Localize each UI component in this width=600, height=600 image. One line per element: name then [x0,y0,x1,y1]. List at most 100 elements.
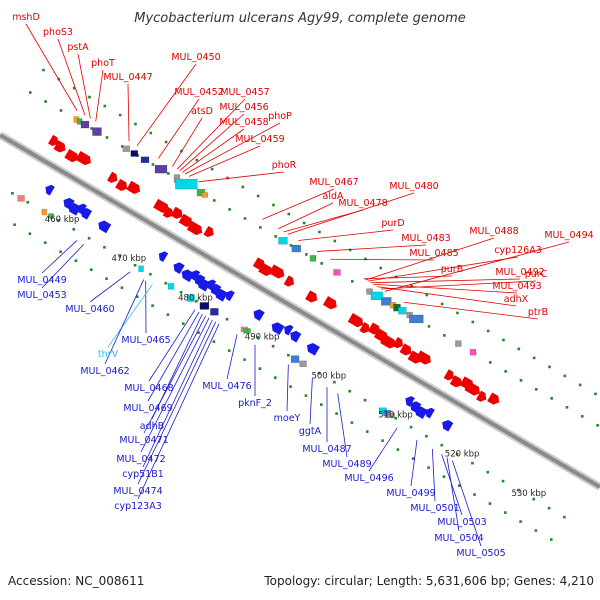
forward-gene-arrow [178,213,193,227]
guide-dot [256,335,260,339]
label-leader-line [172,117,203,167]
guide-dot [195,158,199,162]
reverse-gene-arrow [45,184,55,196]
guide-dot [72,86,76,90]
guide-dot [287,212,291,216]
guide-dot [166,313,170,316]
reverse-feature-label: ggtA [299,426,322,437]
label-leader-line [298,229,394,241]
guide-dot [72,227,76,231]
guide-dot [534,529,538,532]
guide-dot [425,293,429,297]
guide-dot [489,361,492,364]
guide-dot [302,221,306,225]
guide-dot [11,191,14,195]
guide-dot [443,334,446,337]
guide-dot [410,284,413,288]
label-leader-line [188,145,261,177]
forward-feature-label: MUL_0494 [544,230,593,241]
label-leader-line [41,240,78,274]
forward-gene-arrow [162,206,173,218]
label-leader-line [384,241,570,292]
forward-feature-label: MUL_0483 [401,233,450,244]
forward-feature-label: MUL_0493 [492,281,541,292]
label-leader-line [198,171,285,183]
label-leader-line [368,427,398,472]
guide-dot [317,371,321,375]
reverse-gene-arrow [284,324,294,336]
feature-block [366,288,373,295]
forward-feature-label: phoT [91,58,115,69]
label-leader-line [373,283,518,294]
reverse-gene-arrow [206,279,217,291]
forward-feature-label: MUL_0480 [389,181,438,192]
guide-dot [149,131,153,135]
guide-dot [535,388,538,391]
guide-dot [258,367,262,370]
label-leader-line [41,244,84,289]
forward-feature-label: MUL_0447 [103,72,152,83]
reverse-feature-label: MUL_0476 [202,381,251,392]
guide-dot [90,127,93,130]
label-leader-line [143,315,207,434]
label-leader-line [136,63,197,147]
forward-feature-label: MUL_0485 [409,248,458,259]
guide-dot [118,254,122,258]
forward-feature-label: MUL_0467 [309,177,358,188]
feature-block [187,294,195,302]
feature-block [299,360,307,368]
guide-dot [519,379,523,382]
guide-dot [532,356,536,360]
label-leader-line [370,278,521,284]
guide-dot [547,506,551,510]
reverse-feature-label: moeY [274,413,301,424]
guide-dot [87,236,91,240]
reverse-gene-arrow [410,401,422,413]
feature-block [398,306,407,315]
forward-gene-arrow [367,322,380,335]
feature-block [41,208,48,216]
feature-block [48,213,54,219]
feature-block [455,340,462,347]
feature-block [201,192,209,198]
guide-dot [502,338,505,342]
reverse-feature-label: cyp123A3 [114,501,162,512]
label-leader-line [137,321,217,485]
reverse-feature-label: MUL_0460 [65,304,114,315]
feature-block [333,269,341,276]
guide-dot [164,281,168,285]
forward-feature-label: phoP [268,111,292,122]
forward-feature-label: MUL_0452 [174,87,223,98]
label-leader-line [317,244,427,252]
forward-feature-label: MUL_0450 [171,52,220,63]
reverse-feature-label: MUL_0472 [116,454,165,465]
guide-dot [57,218,60,222]
guide-dot [195,299,198,303]
guide-dot [504,370,507,373]
guide-dot [532,497,536,501]
feature-block [278,236,288,245]
guide-dot [149,272,152,276]
guide-dot [135,295,139,298]
forward-feature-label: atsD [191,106,213,117]
reverse-gene-arrow [415,406,428,419]
reverse-gene-arrow [190,270,201,281]
forward-feature-label: mshD [12,12,40,23]
reverse-feature-label: MUL_0501 [410,503,459,514]
label-leader-line [176,98,246,170]
guide-dot [89,268,93,271]
label-leaders [25,23,570,547]
guide-dot [256,194,260,198]
guide-dot [550,397,553,400]
label-leader-line [286,364,289,412]
reverse-gene-arrow [98,220,112,234]
label-leader-line [262,188,335,220]
forward-gene-arrow [268,264,285,279]
forward-gene-arrow [305,290,318,303]
forward-gene-arrow [443,369,455,381]
label-leader-line [337,393,348,458]
feature-block [409,314,424,324]
reverse-feature-label: MUL_0449 [17,275,66,286]
reverse-feature-label: MUL_0503 [437,517,486,528]
